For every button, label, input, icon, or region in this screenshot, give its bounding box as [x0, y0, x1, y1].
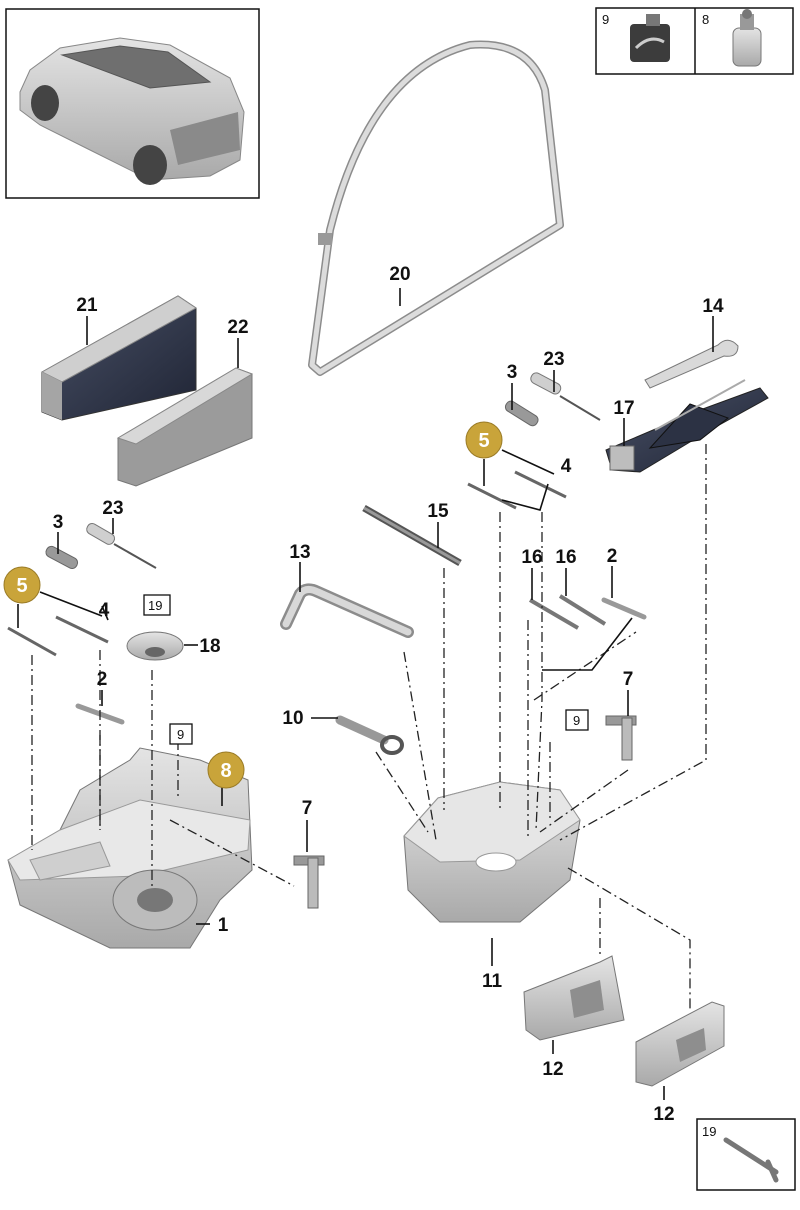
part-screwdriver-23-left — [86, 522, 157, 569]
part-foam-21 — [40, 295, 197, 421]
callout-11: 11 — [482, 971, 503, 992]
part-pin-5-right — [467, 482, 517, 510]
callout-10: 10 — [282, 708, 303, 729]
callout-18: 18 — [199, 636, 220, 657]
part-bit-3-left — [45, 545, 79, 570]
badge-5-left: 5 — [3, 566, 41, 604]
part-spanner-2-right — [601, 597, 647, 620]
vehicle-thumbnail — [5, 8, 260, 199]
callout-8: 8 — [220, 760, 231, 782]
callout-13: 13 — [289, 542, 310, 563]
callout-5-right: 5 — [478, 430, 489, 452]
callout-17: 17 — [613, 398, 634, 419]
callout-12-b: 12 — [653, 1104, 674, 1125]
callout-7-left: 7 — [302, 798, 313, 819]
ref-box-9-right: 9 — [565, 709, 589, 731]
sealant-kit-boxes: 9 8 — [595, 7, 794, 75]
part-tray-1 — [7, 747, 253, 949]
part-pin-4-left — [55, 615, 109, 644]
part-jack-17 — [605, 379, 769, 473]
part-wheel-bolt-wrench-13 — [280, 583, 414, 638]
callout-4-left: 4 — [99, 600, 110, 621]
part-pin-5-left — [7, 626, 57, 657]
ref-box-9-left: 9 — [169, 723, 193, 745]
callout-9-left: 9 — [177, 727, 184, 742]
callout-9-right: 9 — [573, 713, 580, 728]
tool-box-19: 19 — [696, 1118, 796, 1191]
callout-15: 15 — [427, 501, 449, 522]
badge-5-right: 5 — [465, 421, 503, 459]
part-strap-20 — [308, 40, 564, 376]
callout-4-right: 4 — [561, 456, 572, 477]
callout-7-right: 7 — [623, 669, 634, 690]
part-valve-7-right — [605, 715, 637, 761]
leader-lines — [17, 288, 714, 1100]
tire-sealant-bottle-icon — [732, 9, 762, 67]
tire-sealant-compressor-icon — [630, 14, 670, 62]
part-wrench-14 — [644, 339, 739, 389]
callout-21: 21 — [76, 295, 98, 316]
callout-23-right: 23 — [543, 349, 564, 370]
callout-20: 20 — [389, 264, 410, 285]
part-pin-4-right — [514, 470, 567, 499]
callout-5-left: 5 — [16, 575, 27, 597]
callout-19: 19 — [148, 598, 162, 613]
callout-22: 22 — [227, 317, 248, 338]
assembly-lines — [31, 444, 707, 1010]
callout-2-left: 2 — [97, 669, 108, 690]
callout-16-a: 16 — [521, 547, 542, 568]
part-bracket-12-upper — [523, 955, 625, 1041]
callout-19-box: 19 — [702, 1124, 716, 1139]
part-cover-18 — [126, 631, 184, 661]
part-bracket-12-lower — [635, 1001, 725, 1087]
callout-12-a: 12 — [542, 1059, 563, 1080]
callout-8-box: 8 — [702, 12, 709, 27]
part-valve-7-left — [293, 855, 325, 909]
callout-3-right: 3 — [507, 362, 518, 383]
callout-14: 14 — [702, 296, 724, 317]
part-tray-11 — [403, 781, 581, 923]
ref-box-19: 19 — [143, 594, 171, 616]
callout-9-box: 9 — [602, 12, 609, 27]
part-screwdriver-23-right — [530, 372, 601, 421]
badge-8: 8 — [207, 751, 245, 789]
part-foam-22 — [116, 367, 254, 487]
callout-2-right: 2 — [607, 546, 618, 567]
callout-16-b: 16 — [555, 547, 576, 568]
part-rod-15 — [362, 504, 462, 567]
part-bit-3-right — [504, 400, 539, 427]
part-towing-eye-10 — [335, 715, 404, 755]
callout-1: 1 — [218, 915, 229, 936]
callout-23-left: 23 — [102, 498, 123, 519]
callout-3-left: 3 — [53, 512, 64, 533]
part-pin-16 — [528, 594, 607, 630]
